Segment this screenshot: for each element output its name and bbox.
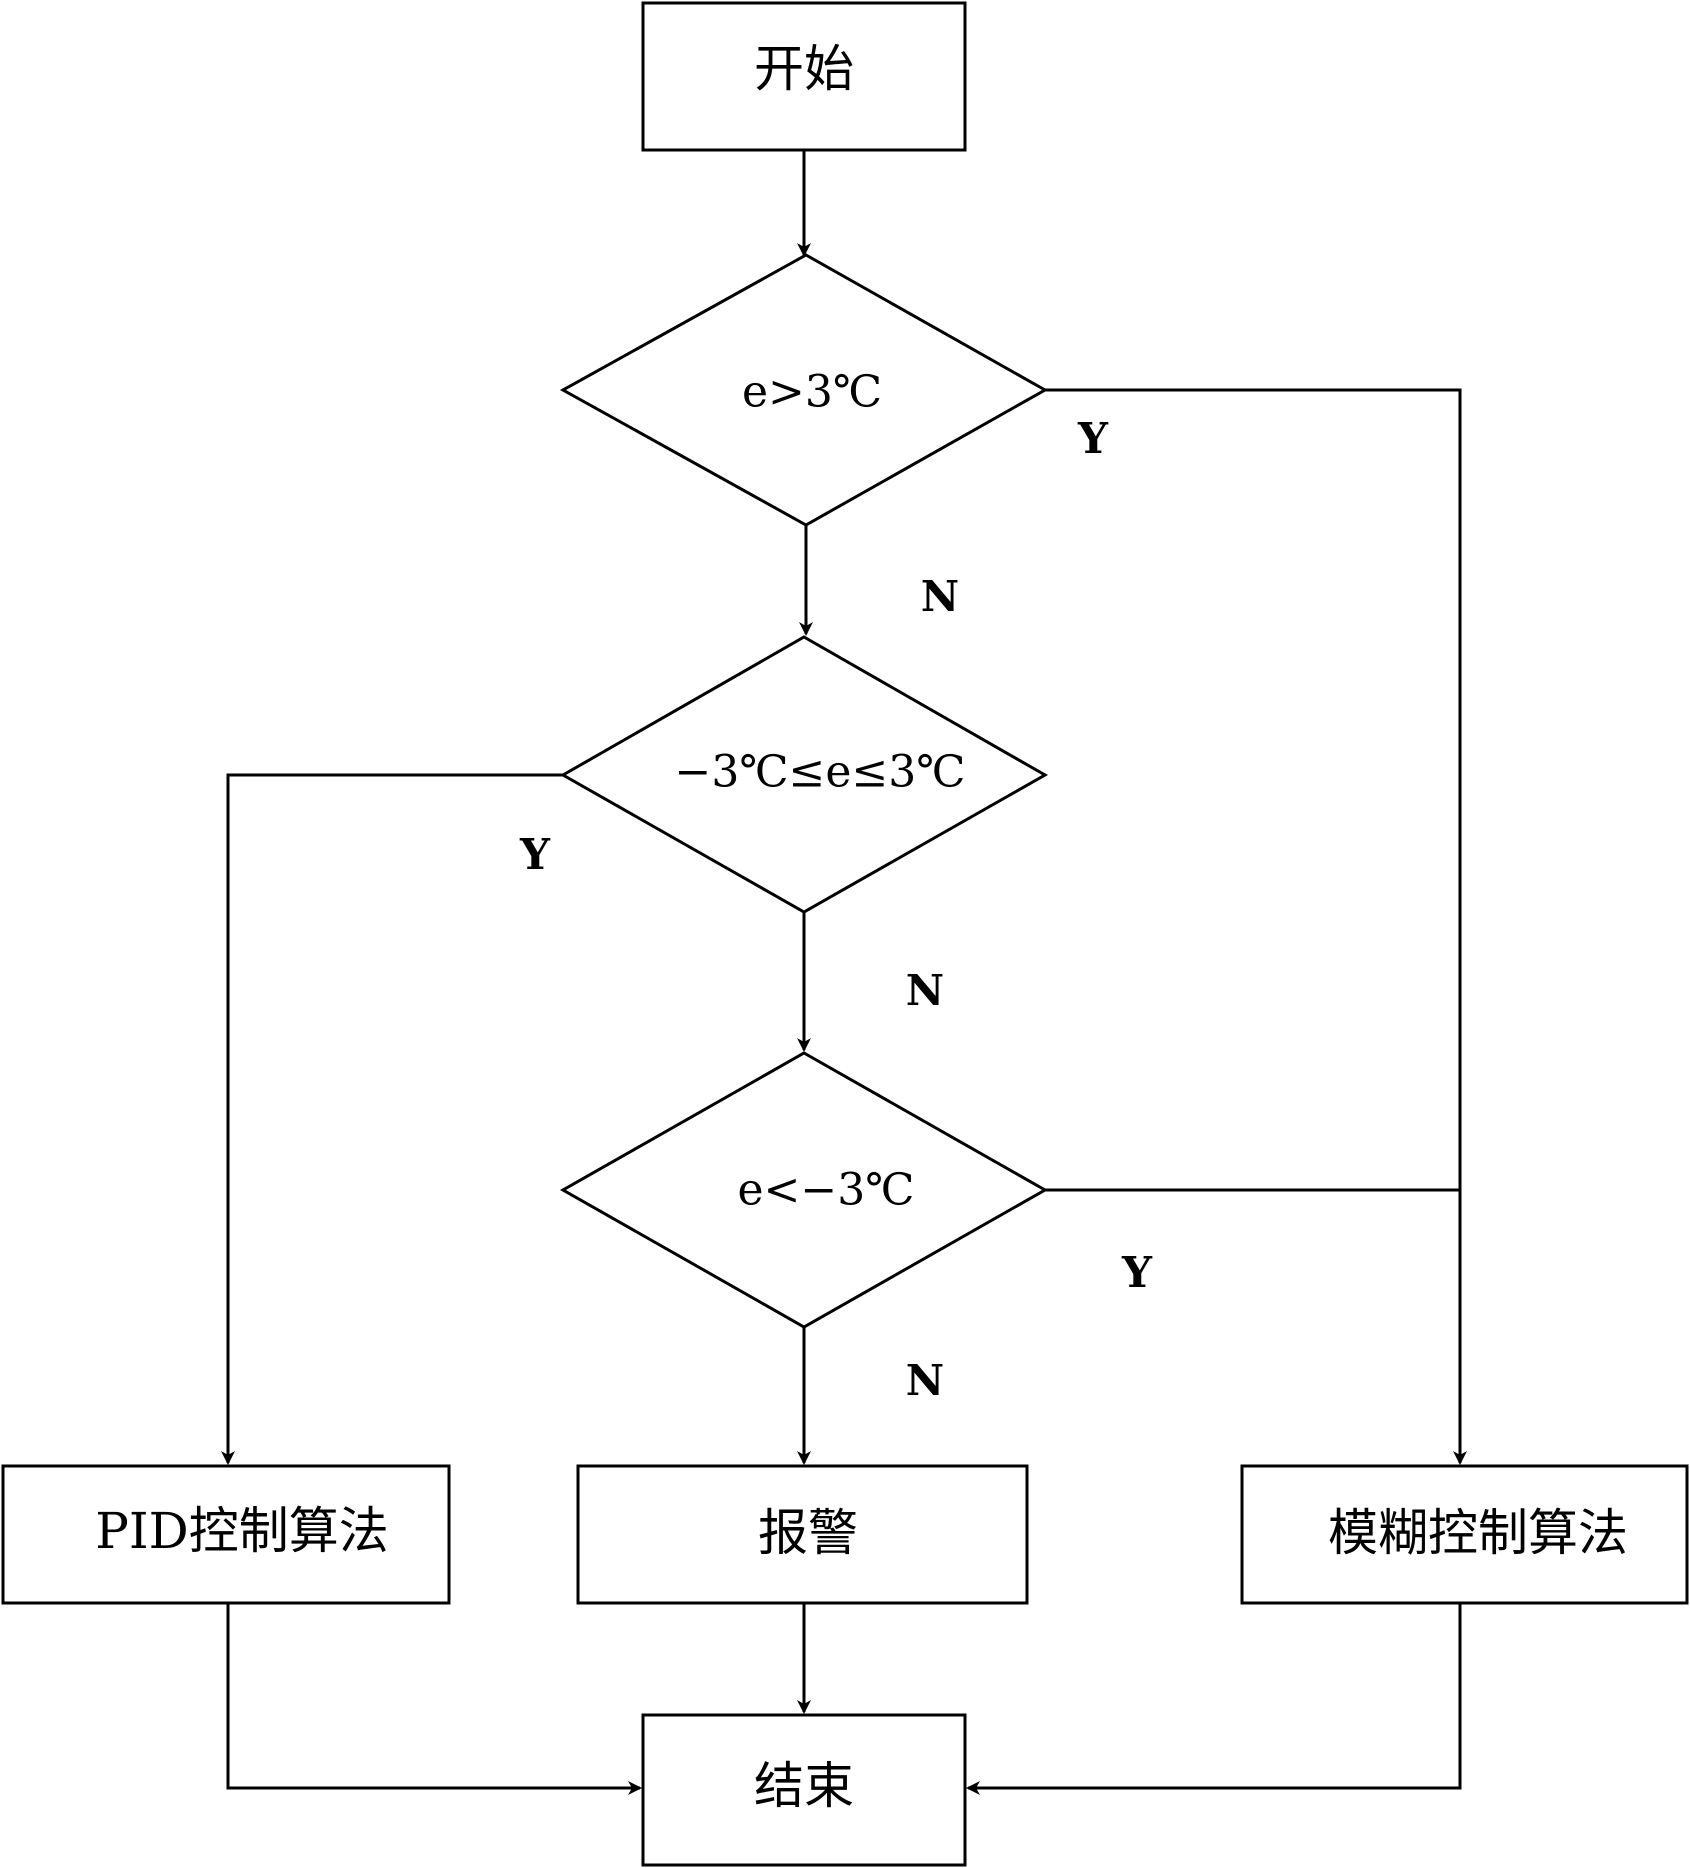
edges: [221, 150, 1467, 1795]
cond2-no-label: N: [906, 966, 944, 1015]
edge-labels: Y N Y N Y N: [519, 414, 1153, 1405]
edge-cond1-yes-to-fuzzy: [1045, 388, 1467, 1465]
fuzzy-node: 模糊控制算法: [1240, 1464, 1689, 1605]
alarm-node: 报警: [576, 1464, 1029, 1605]
cond2-yes-label: Y: [519, 830, 551, 879]
start-label: 开始: [754, 40, 854, 98]
fuzzy-label: 模糊控制算法: [1328, 1504, 1628, 1562]
cond3-yes-label: Y: [1121, 1248, 1153, 1297]
pid-label: PID控制算法: [95, 1502, 388, 1560]
pid-node: PID控制算法: [1, 1464, 451, 1605]
end-node: 结束: [641, 1713, 967, 1867]
edge-fuzzy-to-end: [966, 1603, 1462, 1795]
cond3-no-label: N: [906, 1356, 944, 1405]
cond2-label: −3℃≤e≤3℃: [674, 747, 965, 798]
edge-pid-to-end: [226, 1603, 642, 1795]
start-node: 开始: [641, 1, 967, 152]
cond1-label: e>3℃: [742, 367, 882, 418]
decision-cond1: e>3℃: [559, 253, 1049, 527]
decision-cond2: −3℃≤e≤3℃: [559, 635, 1049, 914]
alarm-label: 报警: [758, 1504, 858, 1562]
cond1-yes-label: Y: [1077, 414, 1109, 463]
decision-cond3: e<−3℃: [559, 1051, 1049, 1329]
edge-cond2-yes-to-pid: [221, 773, 563, 1465]
cond1-no-label: N: [921, 572, 959, 621]
end-label: 结束: [754, 1757, 854, 1815]
cond3-label: e<−3℃: [738, 1165, 915, 1216]
